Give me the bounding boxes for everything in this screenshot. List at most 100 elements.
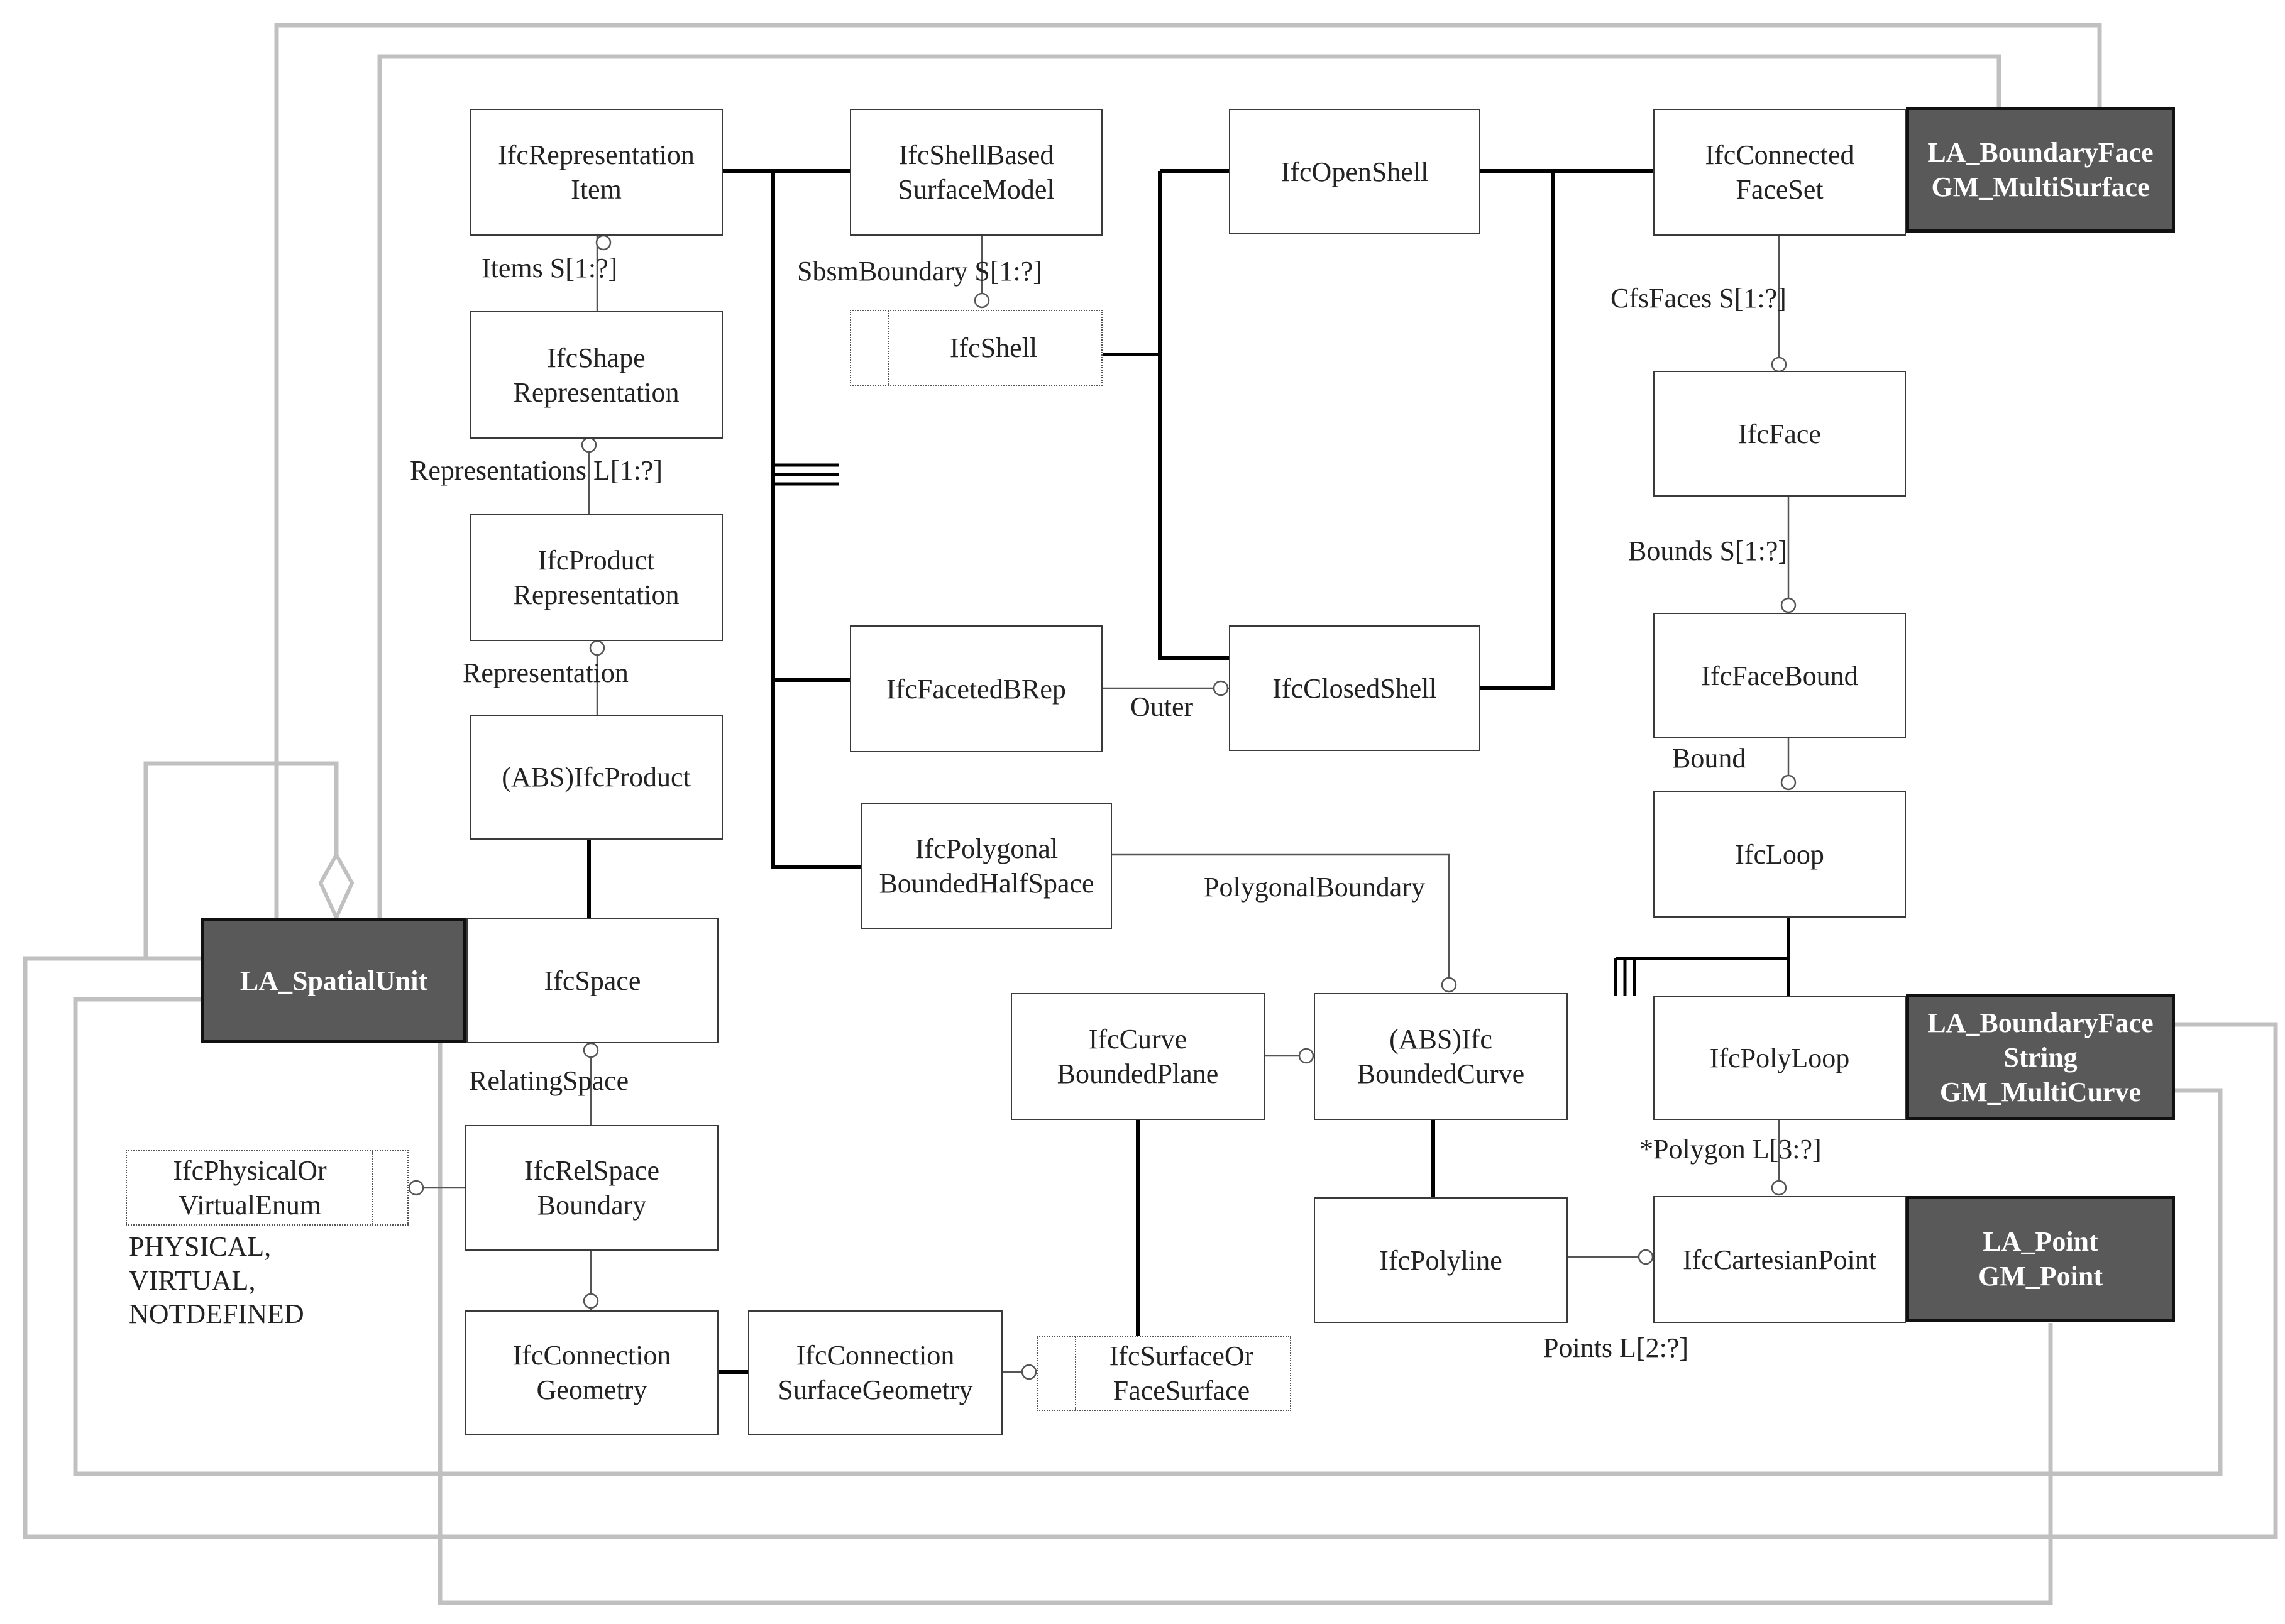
- circle-rel: [583, 1293, 599, 1309]
- surface-inner-bar: [1075, 1337, 1076, 1410]
- circle-repitem: [595, 234, 612, 251]
- grey-connector-face-string-outer: [23, 956, 2278, 1539]
- circle-closedshell: [1213, 680, 1229, 696]
- label-ifc-connected-face-set: IfcConnected FaceSet: [1705, 140, 1854, 205]
- loop-tick: [1614, 958, 1636, 996]
- circle-surfgeom: [1021, 1364, 1037, 1380]
- circle-loop: [1780, 774, 1797, 791]
- box-ifc-product-representation: IfcProduct Representation: [470, 514, 723, 641]
- box-abs-ifc-bounded-curve: (ABS)Ifc BoundedCurve: [1314, 993, 1568, 1120]
- box-ifc-polyline: IfcPolyline: [1314, 1197, 1568, 1323]
- label-ifc-faceted-brep: IfcFacetedBRep: [886, 673, 1066, 705]
- circle-enum: [408, 1180, 424, 1196]
- label-ifc-shell: IfcShell: [949, 332, 1038, 363]
- label-ifc-closed-shell: IfcClosedShell: [1272, 672, 1437, 704]
- label-items: Items S[1:?]: [482, 253, 618, 283]
- thin-halfspace-curve: [1112, 853, 1450, 987]
- label-la-point: LA_Point GM_Point: [1978, 1226, 2103, 1292]
- label-ifc-open-shell: IfcOpenShell: [1280, 156, 1429, 187]
- line-openshell-closedshell: [1158, 169, 1229, 660]
- label-ifc-curve-bounded-plane: IfcCurve BoundedPlane: [1057, 1024, 1219, 1089]
- label-ifc-shape-representation: IfcShape Representation: [513, 342, 680, 408]
- label-la-boundary-face-string: LA_BoundaryFace String GM_MultiCurve: [1927, 1007, 2154, 1107]
- label-ifc-shell-based-surface-model: IfcShellBased SurfaceModel: [898, 140, 1055, 205]
- grey-connector-boundaryface-outer: [274, 23, 2102, 918]
- box-ifc-open-shell: IfcOpenShell: [1229, 109, 1480, 234]
- label-ifc-face-bound: IfcFaceBound: [1701, 660, 1858, 691]
- label-la-spatial-unit: LA_SpatialUnit: [240, 965, 428, 996]
- label-ifc-space: IfcSpace: [544, 965, 641, 996]
- circle-shape: [581, 437, 597, 453]
- box-ifc-cartesian-point: IfcCartesianPoint: [1653, 1196, 1906, 1323]
- aggregation-diamond: [318, 850, 355, 923]
- label-cfs-faces: CfsFaces S[1:?]: [1611, 283, 1787, 314]
- label-enum-values: PHYSICAL, VIRTUAL, NOTDEFINED: [129, 1231, 304, 1330]
- label-ifc-representation-item: IfcRepresentation Item: [498, 140, 695, 205]
- box-ifc-face: IfcFace: [1653, 371, 1906, 497]
- box-la-boundary-face-string: LA_BoundaryFace String GM_MultiCurve: [1906, 994, 2175, 1120]
- connector-circles: [408, 234, 1797, 1380]
- label-ifc-connection-surface-geometry: IfcConnection SurfaceGeometry: [778, 1340, 973, 1405]
- label-ifc-surface-or-face-surface: IfcSurfaceOr FaceSurface: [1109, 1341, 1254, 1406]
- thick-connectors: [587, 169, 1790, 1374]
- label-representations: Representations L[1:?]: [410, 455, 663, 486]
- label-points: Points L[2:?]: [1543, 1332, 1688, 1363]
- circle-face: [1771, 356, 1787, 373]
- line-shell-junction: [1480, 171, 1555, 690]
- box-abs-ifc-product: (ABS)IfcProduct: [470, 715, 723, 840]
- box-ifc-face-bound: IfcFaceBound: [1653, 613, 1906, 738]
- circle-cartesian-top: [1771, 1180, 1787, 1196]
- box-ifc-poly-loop: IfcPolyLoop: [1653, 996, 1906, 1120]
- circle-cartesian-left: [1638, 1249, 1654, 1265]
- box-ifc-connected-face-set: IfcConnected FaceSet: [1653, 109, 1906, 236]
- label-ifc-connection-geometry: IfcConnection Geometry: [512, 1340, 671, 1405]
- circle-facebound: [1780, 597, 1797, 613]
- box-ifc-representation-item: IfcRepresentation Item: [470, 109, 723, 236]
- box-ifc-shell: IfcShell: [850, 310, 1103, 386]
- enum-inner-bar: [372, 1151, 373, 1224]
- label-ifc-product-representation: IfcProduct Representation: [513, 545, 680, 610]
- label-ifc-face: IfcFace: [1738, 418, 1821, 449]
- box-ifc-curve-bounded-plane: IfcCurve BoundedPlane: [1011, 993, 1265, 1120]
- label-ifc-polyline: IfcPolyline: [1379, 1244, 1502, 1276]
- box-ifc-connection-geometry: IfcConnection Geometry: [465, 1310, 719, 1435]
- label-bound: Bound: [1672, 743, 1746, 774]
- box-ifc-loop: IfcLoop: [1653, 791, 1906, 918]
- label-ifc-cartesian-point: IfcCartesianPoint: [1683, 1244, 1876, 1275]
- box-la-spatial-unit: LA_SpatialUnit: [201, 918, 466, 1043]
- circle-shell: [974, 292, 990, 309]
- circle-product: [589, 640, 605, 656]
- label-bounds: Bounds S[1:?]: [1628, 535, 1787, 566]
- label-abs-ifc-bounded-curve: (ABS)Ifc BoundedCurve: [1357, 1024, 1525, 1089]
- box-ifc-polygonal-bounded-half-space: IfcPolygonal BoundedHalfSpace: [861, 803, 1112, 929]
- trunk-tick-marks: [773, 463, 1636, 996]
- box-ifc-surface-or-face-surface: IfcSurfaceOr FaceSurface: [1037, 1336, 1291, 1411]
- label-abs-ifc-product: (ABS)IfcProduct: [502, 762, 691, 793]
- circle-space: [583, 1042, 599, 1058]
- trunk-tick: [773, 463, 839, 486]
- label-ifc-physical-or-virtual-enum: IfcPhysicalOr VirtualEnum: [173, 1155, 327, 1221]
- box-ifc-shape-representation: IfcShape Representation: [470, 311, 723, 439]
- box-ifc-faceted-brep: IfcFacetedBRep: [850, 625, 1103, 752]
- label-outer: Outer: [1130, 691, 1194, 722]
- label-ifc-poly-loop: IfcPolyLoop: [1709, 1043, 1850, 1073]
- shell-inner-bar: [888, 311, 889, 385]
- box-la-boundary-face: LA_BoundaryFace GM_MultiSurface: [1906, 107, 2175, 233]
- label-sbsm-boundary: SbsmBoundary S[1:?]: [797, 256, 1042, 287]
- label-polygon: *Polygon L[3:?]: [1639, 1134, 1822, 1165]
- circle-boundedcurve-top: [1441, 977, 1457, 993]
- label-polygonal-boundary: PolygonalBoundary: [1204, 872, 1425, 903]
- box-ifc-physical-or-virtual-enum: IfcPhysicalOr VirtualEnum: [126, 1150, 409, 1226]
- box-ifc-closed-shell: IfcClosedShell: [1229, 625, 1480, 751]
- box-ifc-rel-space-boundary: IfcRelSpace Boundary: [465, 1125, 719, 1251]
- label-ifc-rel-space-boundary: IfcRelSpace Boundary: [524, 1155, 659, 1221]
- box-ifc-space: IfcSpace: [466, 918, 719, 1043]
- label-ifc-loop: IfcLoop: [1735, 838, 1824, 870]
- box-la-point: LA_Point GM_Point: [1906, 1196, 2175, 1322]
- label-representation: Representation: [463, 657, 629, 688]
- box-ifc-connection-surface-geometry: IfcConnection SurfaceGeometry: [748, 1310, 1003, 1435]
- grey-connector-face-string-inner: [73, 997, 2223, 1476]
- circle-curveplane: [1298, 1048, 1314, 1064]
- box-ifc-shell-based-surface-model: IfcShellBased SurfaceModel: [850, 109, 1103, 236]
